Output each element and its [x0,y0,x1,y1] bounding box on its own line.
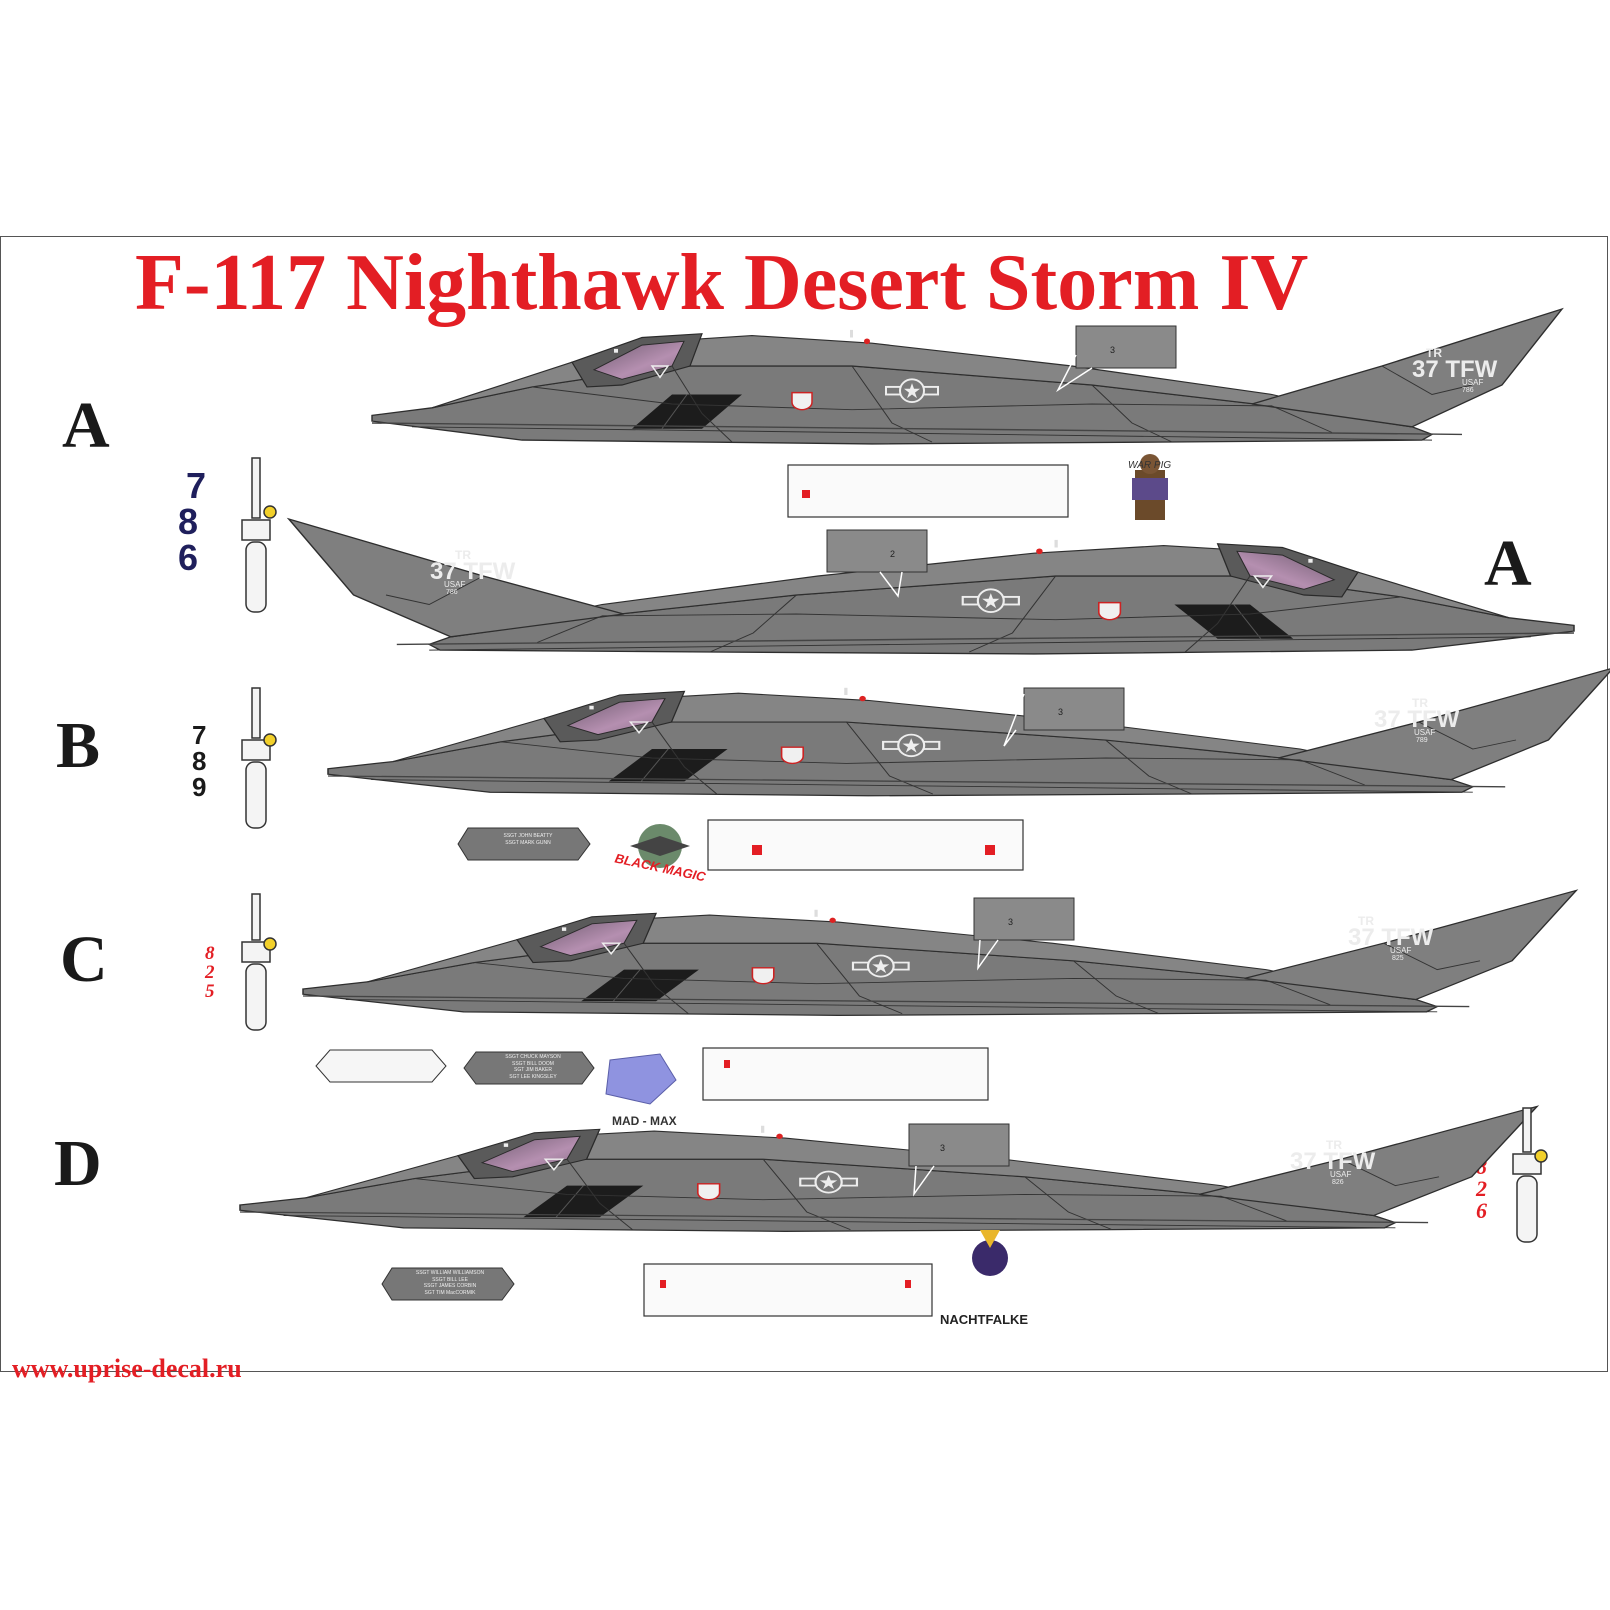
aircraft-profile-a-mirrored [287,517,1576,655]
gear-numbers-a: 7 8 6 [170,468,206,576]
crew-plate-c: SSGT CHUCK MAYSON SSGT BILL DOOM SGT JIM… [484,1054,582,1080]
variant-label-c: C [60,923,108,996]
tail-serial-a: 786 [1462,387,1474,394]
gear-digit: 5 [205,981,215,1002]
variant-label-b: B [56,709,101,782]
gear-digit: 8 [205,943,215,964]
tail-code-c: TR [1358,914,1374,928]
callout-label: 3 [940,1143,946,1153]
tail-code-d: TR [1326,1138,1342,1152]
gear-digit: 2 [1476,1176,1487,1201]
website-url[interactable]: www.uprise-decal.ru [12,1354,242,1383]
gear-digit: 8 [192,746,207,776]
gear-digit: 6 [1476,1198,1487,1223]
tail-unit-a: 37 TFW [1412,356,1498,383]
crew-name: SGT TIM MacCORMIK [424,1289,476,1296]
gear-numbers-c: 8 2 5 [205,944,215,1001]
gear-digit: 6 [178,537,199,578]
crew-name: SSGT BILL LEE [432,1276,468,1283]
tail-code-a-mirrored: TR [455,548,471,562]
gear-digit: 8 [178,501,199,542]
crew-plate-d: SSGT WILLIAM WILLIAMSON SSGT BILL LEE SS… [398,1270,502,1296]
gear-digit: 9 [192,772,207,802]
variant-label-a: A [62,389,110,462]
crew-name: SSGT WILLIAM WILLIAMSON [415,1270,485,1276]
tail-serial-d: 826 [1332,1179,1344,1186]
nose-art [605,454,1168,1276]
nose-art-caption-a: WAR PIG [1128,460,1172,471]
tail-unit-a-mirrored: 37 TFW [430,558,516,585]
tail-service-d: USAF [1330,1170,1352,1179]
tail-unit-b: 37 TFW [1374,706,1460,733]
crew-name: SSGT BILL DOOM [512,1060,554,1067]
tail-service-c: USAF [1390,946,1412,955]
tail-code-b: TR [1412,696,1428,710]
nose-art-caption-d: NACHTFALKE [940,1312,1029,1327]
gear-digit: 7 [192,720,207,750]
crew-name: SSGT JAMES CORBIN [423,1283,477,1289]
tail-service-b: USAF [1414,728,1436,737]
crew-name: SSGT CHUCK MAYSON [505,1054,561,1060]
variant-label-a-right: A [1484,527,1532,600]
callout-label: 3 [1058,707,1064,717]
crew-plate-b: SSGT JOHN BEATTY SSGT MARK GUNN [476,833,580,847]
sheet-title: F-117 Nighthawk Desert Storm IV [135,239,1309,327]
callout-label: 2 [890,549,896,559]
tail-service-a: USAF [1462,378,1484,387]
aircraft-profile-c [301,889,1578,1017]
gear-digit: 7 [186,465,207,506]
nose-art-caption-c: MAD - MAX [612,1114,677,1128]
tail-code-a: TR [1426,346,1442,360]
nose-gear-drawings [241,457,1548,1243]
tail-serial-c: 825 [1392,955,1404,962]
crew-name: SGT JIM BAKER [514,1067,552,1073]
callout-boxes [826,325,1177,1167]
variant-label-d: D [54,1127,102,1200]
bomb-bay-doors [643,464,1069,1317]
gear-digit: 2 [205,962,215,983]
crew-plates [381,827,595,1301]
tail-unit-c: 37 TFW [1348,924,1434,951]
crew-name: SSGT JOHN BEATTY [503,833,553,839]
tail-service-a-mirrored: USAF [444,580,466,589]
callout-label: 3 [1008,917,1014,927]
crew-name: SGT LEE KINGSLEY [509,1073,557,1080]
aircraft-profile-a [371,308,1563,445]
tail-serial-b: 789 [1416,737,1428,744]
gear-numbers-b: 7 8 9 [192,722,206,800]
callout-label: 3 [1110,345,1116,355]
crew-name: SSGT MARK GUNN [505,840,551,846]
tail-unit-d: 37 TFW [1290,1148,1376,1175]
tail-serial-a-mirrored: 786 [446,589,458,596]
